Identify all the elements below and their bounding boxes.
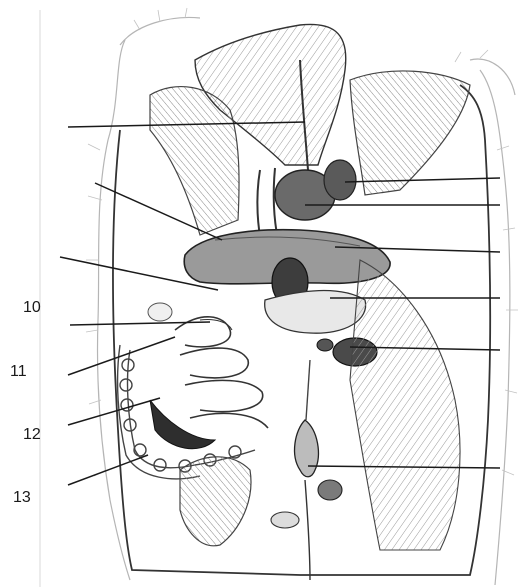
shoulder-left (150, 87, 239, 235)
mesentery-dark (150, 400, 215, 449)
abdominal-muscle-right (350, 260, 460, 550)
femur-right (318, 480, 342, 500)
thigh-left (180, 457, 251, 546)
label-number-11: 11 (10, 364, 27, 380)
heart-chamber (324, 160, 356, 200)
label-number-13: 13 (13, 490, 31, 506)
shoulder-right (350, 71, 470, 195)
kidney-small (317, 339, 333, 351)
cecum (148, 303, 172, 321)
pointer-line-right-6 (308, 466, 500, 468)
pancreas (265, 291, 366, 334)
pointer-line-11 (68, 337, 175, 375)
ureter (306, 360, 310, 420)
small-intestine (175, 317, 268, 428)
paw-left (271, 512, 299, 528)
label-number-12: 12 (23, 427, 41, 443)
bladder (295, 420, 319, 477)
pointer-line-13 (68, 455, 148, 485)
label-number-10: 10 (23, 300, 41, 316)
pointer-line-10 (70, 322, 210, 325)
pelvic-midline (305, 480, 310, 580)
pointer-line-12 (68, 398, 160, 425)
